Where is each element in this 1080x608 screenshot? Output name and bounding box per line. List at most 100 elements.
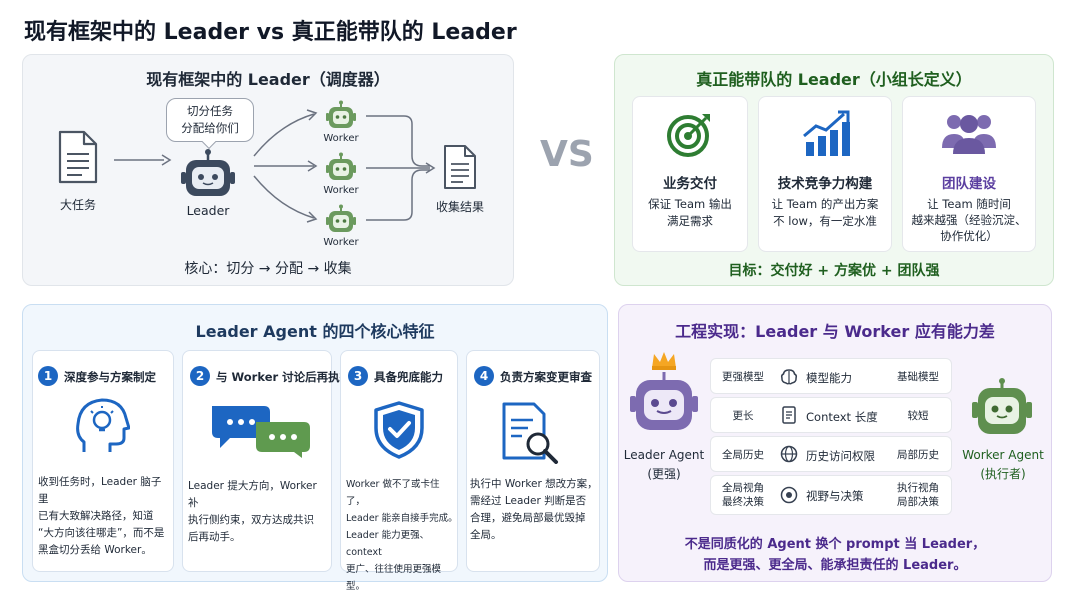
desc-line: 让 Team 随时间 <box>927 197 1011 211</box>
chat-bubbles-icon <box>212 406 310 458</box>
desc-line: “大方向该往哪走”，而不是 <box>38 527 165 539</box>
worker-robot-icon-1 <box>326 100 356 128</box>
feature-number-2: 2 <box>190 366 210 386</box>
business-delivery-card <box>632 96 748 252</box>
vs-label: VS <box>540 134 594 175</box>
compare-mid: 历史访问权限 <box>806 449 875 463</box>
desc-line: 协作优化） <box>940 229 998 243</box>
compare-right: 局部历史 <box>897 449 939 461</box>
real-leader-title: 真正能带队的 Leader（小组长定义） <box>696 70 972 89</box>
feature-title-3: 具备兜底能力 <box>374 370 443 384</box>
task-document-icon <box>58 130 98 184</box>
leader-label: Leader <box>186 203 230 218</box>
worker-robot-icon-2 <box>326 152 356 180</box>
compare-right: 基础模型 <box>897 371 939 383</box>
feature-desc-2: Leader 提大方向，Worker 补 执行侧约束，双方达成共识 后再动手。 <box>188 478 330 546</box>
compare-mid: Context 长度 <box>806 410 878 424</box>
desc-line: Leader 提大方向，Worker 补 <box>188 480 317 509</box>
desc-line: 执行中 Worker 想改方案， <box>470 478 598 490</box>
compare-line: 全局视角 <box>722 482 764 494</box>
document-icon <box>782 406 796 424</box>
business-delivery-desc: 保证 Team 输出 满足需求 <box>632 196 748 230</box>
compare-row-history <box>710 436 952 472</box>
target-icon <box>667 114 710 157</box>
worker-label-2: Worker <box>323 185 359 196</box>
feature-card-1 <box>32 350 174 572</box>
desc-line: 收到任务时，Leader 脑子里 <box>38 476 162 505</box>
desc-line: 不 low，有一定水准 <box>773 214 877 228</box>
distribute-arrows <box>253 109 318 223</box>
conclusion-line-2: 而是更强、更全局、能承担责任的 Leader。 <box>703 558 967 573</box>
worker-agent-sub: (执行者) <box>980 467 1026 481</box>
feature-number-3: 3 <box>348 366 368 386</box>
page-title: 现有框架中的 Leader vs 真正能带队的 Leader <box>24 20 517 45</box>
existing-leader-title: 现有框架中的 Leader（调度器） <box>146 70 390 89</box>
worker-label-3: Worker <box>323 237 359 248</box>
feature-card-4 <box>466 350 600 572</box>
growth-chart-icon <box>803 110 850 156</box>
shield-check-icon <box>374 401 424 459</box>
worker-agent-robot-icon <box>972 378 1032 434</box>
desc-line: 让 Team 的产出方案 <box>771 197 879 211</box>
desc-line: 保证 Team 输出 <box>648 197 732 211</box>
team-building-title: 团队建设 <box>942 176 996 192</box>
leader-agent-sub: (更强) <box>647 467 681 481</box>
worker-agent-label: Worker Agent <box>962 448 1044 462</box>
collect-label: 收集结果 <box>435 200 484 214</box>
engineering-title: 工程实现：Leader 与 Worker 应有能力差 <box>675 322 995 341</box>
feature-desc-3: Worker 做不了或卡住了， Leader 能亲自接手完成。 Leader 能… <box>346 476 458 595</box>
feature-card-3 <box>340 350 458 572</box>
bubble-line-1: 切分任务 <box>187 104 233 118</box>
desc-line: 全局。 <box>470 529 502 541</box>
compare-left: 全局视角 最终决策 <box>712 481 774 509</box>
brain-icon <box>780 369 798 385</box>
desc-line: 满足需求 <box>667 214 713 228</box>
tech-competitiveness-title: 技术竞争力构建 <box>777 176 873 192</box>
conclusion-line-1: 不是同质化的 Agent 换个 prompt 当 Leader， <box>684 537 986 552</box>
feature-number-1: 1 <box>38 366 58 386</box>
tech-competitiveness-card <box>758 96 892 252</box>
compare-right: 较短 <box>907 410 929 422</box>
compare-right: 执行视角 局部决策 <box>886 481 950 509</box>
desc-line: 需经过 Leader 判断是否 <box>470 495 587 507</box>
compare-mid: 视野与决策 <box>806 489 864 503</box>
goal-summary: 目标：交付好 + 方案优 + 团队强 <box>728 263 940 279</box>
compare-line: 执行视角 <box>897 482 939 494</box>
worker-label-1: Worker <box>323 133 359 144</box>
brain-bulb-icon <box>76 398 130 452</box>
bubble-line-2: 分配给你们 <box>181 121 239 135</box>
desc-line: 后再动手。 <box>188 531 241 543</box>
feature-number-4: 4 <box>474 366 494 386</box>
worker-robot-icon-3 <box>326 204 356 232</box>
compare-line: 局部决策 <box>897 496 939 508</box>
core-features-title: Leader Agent 的四个核心特征 <box>195 322 435 341</box>
eye-icon <box>780 486 798 504</box>
desc-line: 合理，避免局部最优毁掉 <box>470 512 586 524</box>
feature-title-1: 深度参与方案制定 <box>64 370 156 384</box>
compare-left: 更强模型 <box>722 371 764 383</box>
desc-line: 已有大致解决路径，知道 <box>38 510 154 522</box>
compare-row-context <box>710 397 952 433</box>
desc-line: 执行侧约束，双方达成共识 <box>188 514 314 526</box>
core-summary: 核心：切分 → 分配 → 收集 <box>184 261 352 277</box>
business-delivery-title: 业务交付 <box>663 176 717 192</box>
task-to-leader-arrow <box>114 154 172 166</box>
leader-robot-icon <box>181 149 235 196</box>
feature-desc-1: 收到任务时，Leader 脑子里 已有大致解决路径，知道 “大方向该往哪走”，而… <box>38 474 170 559</box>
desc-line: Leader 能力更强、context <box>346 530 430 558</box>
team-icon <box>942 115 996 154</box>
collect-document-icon <box>444 145 476 189</box>
feature-title-2: 与 Worker 讨论后再执行 <box>216 370 352 384</box>
desc-line: 越来越强（经验沉淀、 <box>911 213 1027 227</box>
compare-line: 最终决策 <box>722 496 764 508</box>
collect-arrows <box>366 115 436 221</box>
desc-line: Leader 能亲自接手完成。 <box>346 513 458 524</box>
leader-speech-bubble: 切分任务 分配给你们 <box>166 98 254 142</box>
compare-left: 更长 <box>732 410 754 422</box>
compare-left: 全局历史 <box>722 449 764 461</box>
compare-row-vision <box>710 475 952 515</box>
leader-agent-robot-icon <box>630 352 698 430</box>
feature-title-4: 负责方案变更审查 <box>500 370 592 384</box>
document-search-icon <box>502 402 558 464</box>
globe-icon <box>780 445 798 463</box>
